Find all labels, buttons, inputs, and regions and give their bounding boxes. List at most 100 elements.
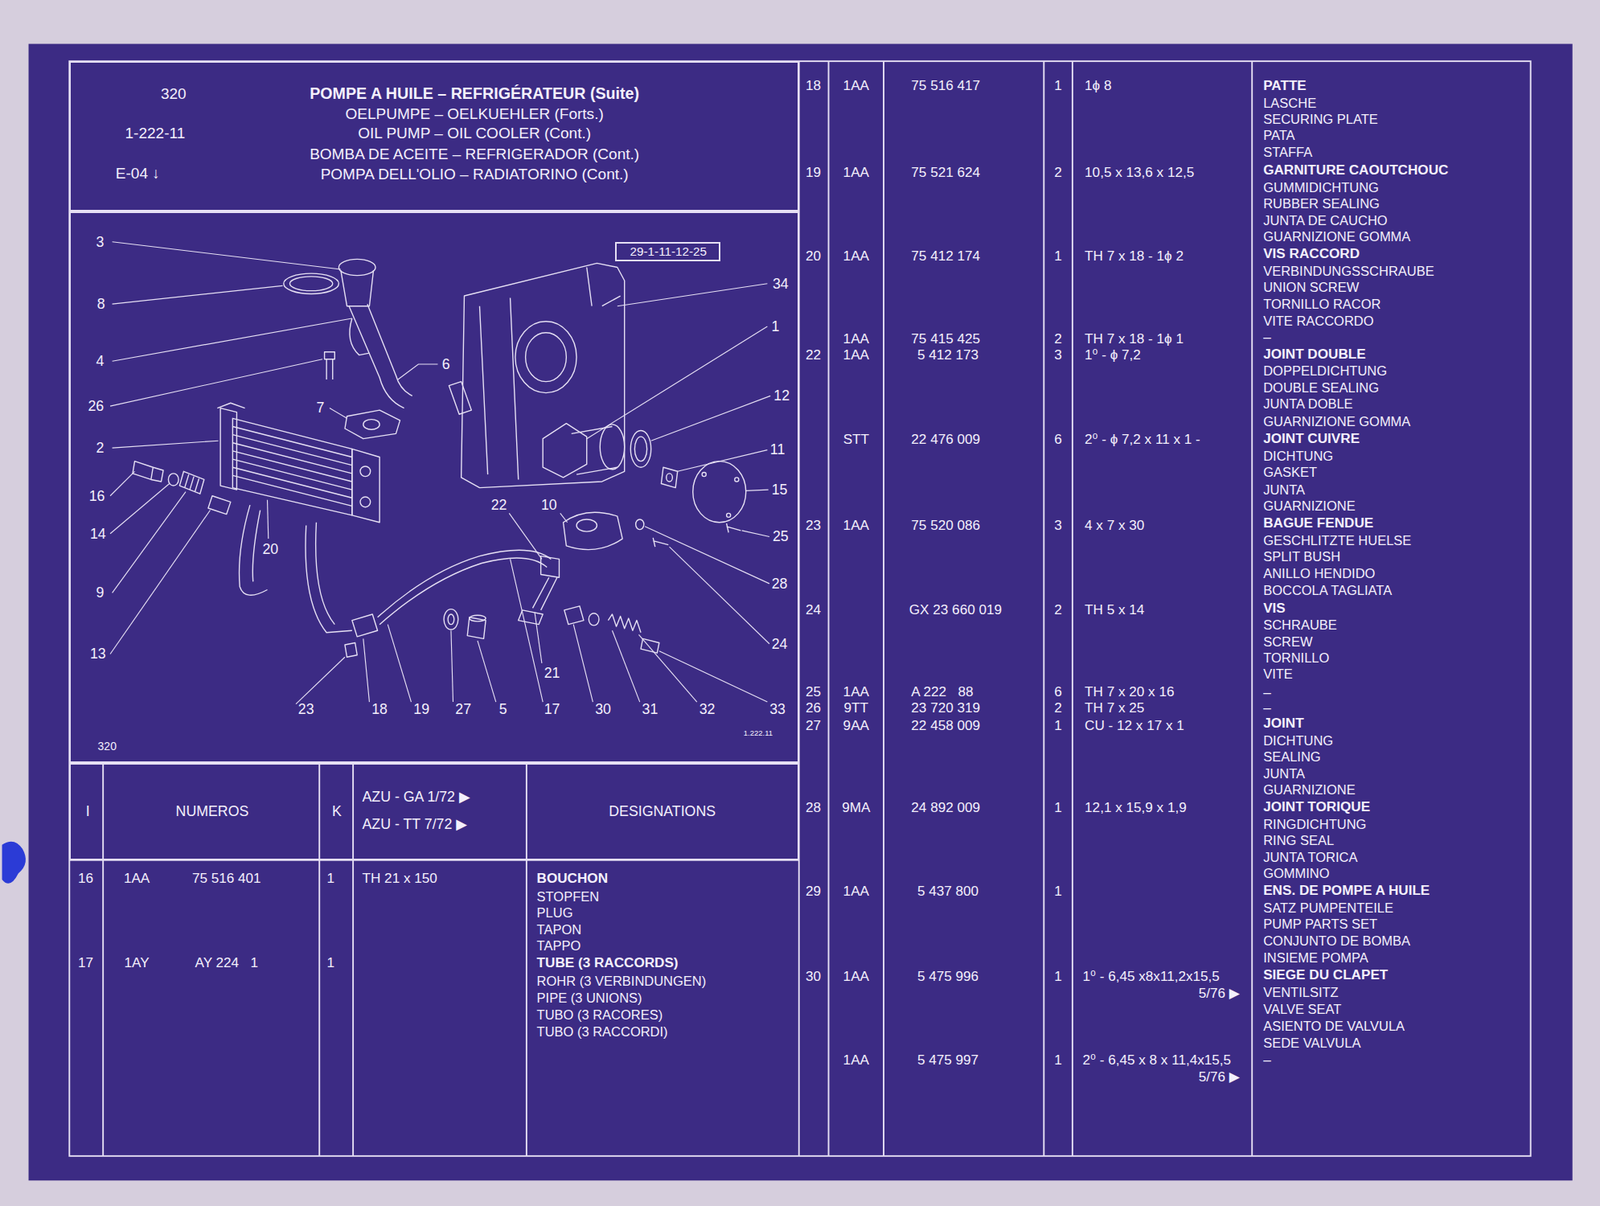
node-text: 29-1-11-12-25	[630, 244, 707, 259]
o-ring	[635, 519, 645, 530]
table-cell: 2	[1054, 602, 1063, 619]
table-cell: 2	[1054, 331, 1063, 348]
node-text: K	[332, 803, 342, 820]
union	[179, 471, 204, 494]
table-cell: 1AA	[843, 248, 870, 265]
designation: SCREW	[1263, 634, 1313, 650]
illustration-frame: 3201.222.1129-1-11-12-25	[69, 211, 799, 764]
designation: DOPPELDICHTUNG	[1263, 363, 1387, 379]
plug	[132, 461, 164, 482]
table-cell: 1AA	[843, 517, 870, 534]
designation: SECURING PLATE	[1263, 111, 1379, 128]
callout-number: 13	[90, 645, 107, 662]
table-cell: 75 520 086	[910, 517, 981, 534]
leader-line	[510, 558, 544, 702]
designation: SATZ PUMPENTEILE	[1263, 900, 1394, 916]
table-cell: 23	[805, 517, 821, 534]
table-cell: STT	[843, 431, 870, 448]
table-cell: A 222 88	[910, 684, 973, 701]
leader-line	[329, 408, 348, 419]
cooler-port	[360, 466, 371, 477]
node-text: 1.222.11	[743, 729, 773, 739]
node-text: POMPE A HUILE – REFRIGÉRATEUR (Suite)	[309, 84, 640, 103]
table-cell: 6	[1054, 431, 1063, 448]
designation: JUNTA DE CAUCHO	[1263, 213, 1387, 229]
callout-number: 8	[97, 295, 106, 312]
leader-line	[363, 638, 370, 702]
filler-cap	[338, 258, 376, 275]
sheet-ground	[28, 44, 1573, 1182]
callout-number: 12	[773, 387, 790, 404]
washer	[443, 609, 459, 630]
table-cell: 12,1 x 15,9 x 1,9	[1084, 800, 1187, 817]
leader-line	[659, 651, 768, 702]
screw	[726, 523, 742, 533]
table-grid	[882, 61, 885, 1157]
table-cell: 1	[326, 955, 335, 972]
callout-number: 31	[642, 701, 659, 718]
designation: GOMMINO	[1263, 865, 1330, 882]
designation: GUARNIZIONE GOMMA	[1263, 414, 1411, 430]
filler-tube	[348, 303, 413, 408]
designation: STAFFA	[1263, 144, 1313, 160]
leader-line	[573, 624, 593, 702]
callout-number: 3	[95, 233, 104, 251]
callout-number: 4	[95, 352, 104, 370]
table-cell: AY 224 1	[195, 955, 259, 972]
table-cell: 19	[805, 164, 821, 181]
callout-number: 23	[298, 701, 315, 718]
designation: GUARNIZIONE	[1263, 782, 1355, 798]
table-grid	[352, 763, 354, 1157]
table-cell: 5 437 800	[917, 883, 979, 900]
seal-ring	[283, 273, 340, 294]
pipe	[377, 549, 552, 624]
callout-number: 5	[499, 701, 508, 718]
callout-number: 16	[89, 488, 106, 505]
rotor	[666, 473, 673, 482]
table-cell: 9AA	[843, 717, 870, 735]
callout-number: 6	[442, 356, 451, 373]
gasket-hole	[363, 419, 380, 431]
table-cell: CU - 12 x 17 x 1	[1084, 717, 1185, 735]
designation: JUNTA DOBLE	[1263, 396, 1353, 412]
table-cell: 3	[1054, 517, 1063, 534]
leader-line	[112, 242, 341, 270]
filter-housing	[563, 512, 624, 550]
bolt	[324, 352, 336, 380]
housing-bore	[515, 321, 577, 394]
designation: VITE	[1263, 666, 1293, 682]
designation: PIPE (3 UNIONS)	[537, 990, 643, 1006]
node-text: I	[86, 803, 91, 820]
table-cell: –	[1263, 1052, 1272, 1069]
callout-number: 22	[491, 496, 508, 513]
table-cell: 5 412 173	[917, 347, 979, 364]
designation: PLUG	[537, 905, 574, 921]
designation: TORNILLO RACOR	[1263, 296, 1381, 312]
designation: DICHTUNG	[1263, 733, 1334, 749]
table-grid	[318, 763, 320, 1157]
leader-line	[295, 656, 345, 704]
table-cell: TH 7 x 18 - 1ϕ 2	[1084, 248, 1184, 265]
callout-number: 30	[594, 701, 612, 718]
table-cell: 5 475 996	[917, 968, 979, 985]
callout-number: 10	[541, 496, 558, 513]
callout-number: 24	[771, 635, 788, 653]
rotor	[660, 467, 677, 488]
cooler-tank	[352, 448, 380, 522]
callout-number: 19	[413, 701, 430, 718]
designation: SEDE VALVULA	[1263, 1035, 1361, 1051]
designation: TAPON	[537, 922, 583, 938]
header-box: 3201-222-11E-04 ↓POMPE A HUILE – REFRIGÉ…	[69, 61, 799, 212]
designation: TUBE (3 RACCORDS)	[537, 955, 679, 972]
table-cell: 22 458 009	[910, 717, 981, 735]
table-cell: TH 7 x 20 x 16	[1084, 684, 1174, 701]
leader-line	[644, 526, 770, 584]
table-cell: 1	[326, 870, 335, 887]
table-cell: 1	[1054, 883, 1063, 900]
designation: PATA	[1263, 127, 1295, 144]
callout-number: 18	[371, 701, 388, 718]
table-cell: 1AA	[843, 331, 870, 348]
designation: JUNTA	[1263, 766, 1305, 782]
leader-line	[746, 489, 769, 491]
